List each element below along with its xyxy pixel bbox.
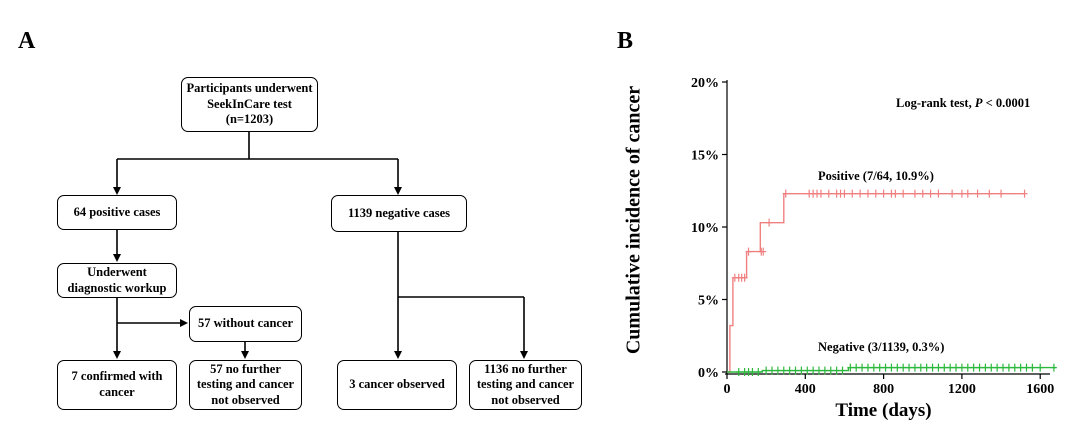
box-confirmed-cancer: 7 confirmed with cancer	[57, 360, 177, 410]
x-tick-label: 1600	[1026, 382, 1054, 397]
chart-series	[727, 189, 1057, 376]
box-observed-label: 3 cancer observed	[349, 377, 445, 392]
x-tick-label: 1200	[948, 382, 976, 397]
box-positive-label: 64 positive cases	[73, 204, 161, 219]
panel-b-letter: B	[617, 28, 634, 54]
box-without-cancer: 57 without cancer	[189, 306, 302, 342]
box-diagnostic-workup: Underwent diagnostic workup	[57, 263, 177, 298]
x-tick-label: 400	[795, 382, 816, 397]
y-tick-label: 15%	[691, 149, 719, 164]
box-nofurther-1136-line1: 1136 no further	[484, 361, 567, 376]
box-nofurther-1136-line2: testing and cancer	[476, 377, 575, 392]
box-nofurther-57-line2: testing and cancer	[196, 377, 295, 392]
y-tick-label: 5%	[698, 294, 719, 309]
box-workup-line1: Underwent	[87, 264, 147, 279]
y-tick-label: 0%	[698, 366, 719, 381]
box-without-cancer-label: 57 without cancer	[197, 316, 294, 331]
box-participants-line3: (n=1203)	[225, 112, 274, 127]
series-label-1: Negative (3/1139, 0.3%)	[818, 340, 944, 354]
box-nofurther-57-line3: not observed	[211, 392, 280, 407]
box-confirmed-line1: 7 confirmed with	[71, 369, 163, 384]
box-nofurther-1136-line3: not observed	[491, 392, 560, 407]
box-negative-label: 1139 negative cases	[347, 205, 451, 220]
y-tick-label: 20%	[691, 76, 719, 91]
x-tick-label: 800	[873, 382, 894, 397]
x-tick-label: 0	[724, 382, 731, 397]
box-participants-line2: SeekInCare test	[207, 96, 292, 111]
flowchart-connectors	[113, 131, 528, 359]
box-workup-line2: diagnostic workup	[67, 280, 167, 295]
box-participants-line1: Participants underwent	[186, 81, 313, 96]
box-negative-cases: 1139 negative cases	[331, 195, 467, 232]
box-nofurther-57-line1: 57 no further	[210, 361, 281, 376]
box-cancer-observed: 3 cancer observed	[337, 360, 457, 410]
series-label-0: Positive (7/64, 10.9%)	[818, 169, 934, 183]
panel-a-letter: A	[18, 28, 36, 54]
y-tick-label: 10%	[691, 221, 719, 236]
box-participants: Participants underwent SeekInCare test (…	[181, 77, 318, 132]
logrank-annotation: Log-rank test, P < 0.0001	[896, 96, 1030, 110]
box-positive-cases: 64 positive cases	[57, 195, 177, 230]
box-nofurther-57: 57 no further testing and cancer not obs…	[189, 360, 302, 410]
box-confirmed-line2: cancer	[99, 385, 135, 399]
box-nofurther-1136: 1136 no further testing and cancer not o…	[469, 360, 582, 410]
x-axis-label: Time (days)	[835, 400, 931, 421]
